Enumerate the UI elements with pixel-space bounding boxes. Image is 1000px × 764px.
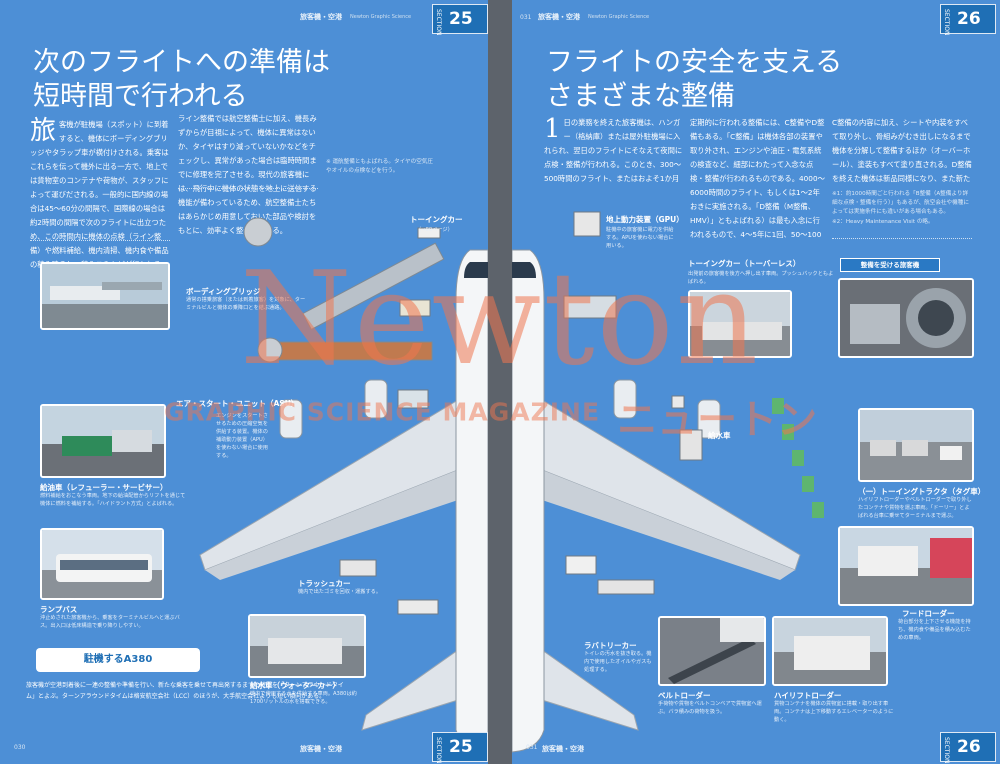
header-sub-left: Newton Graphic Science bbox=[350, 14, 412, 20]
section-number: 26 bbox=[957, 9, 981, 29]
caption-title: （一）トーイングトラクタ（タグ車） bbox=[858, 487, 986, 496]
divider bbox=[832, 238, 972, 239]
caption-body: 機内で出たゴミを回収・運搬する。 bbox=[298, 589, 382, 595]
photo-high-lift-loader bbox=[772, 616, 888, 686]
section-badge-left: SECTION 25 bbox=[432, 4, 488, 36]
photo-ramp-bus bbox=[40, 528, 164, 600]
page-folio-right-bottom: 031 bbox=[526, 744, 538, 751]
caption-body: エンジンをスタートさせるための圧縮空気を供給する装置。機体の補助動力装置（APU… bbox=[216, 413, 268, 459]
high-lift-loader-photo-graphic bbox=[774, 618, 886, 684]
caption-title: フードローダー bbox=[902, 609, 955, 618]
refueler-photo-graphic bbox=[42, 406, 164, 476]
intro-column-2: 定期的に行われる整備には、C整備やD整備もある。「C整備」は機体各部の装置や取り… bbox=[690, 118, 825, 239]
section-number: 25 bbox=[449, 9, 473, 29]
photo-towing-car bbox=[688, 290, 792, 358]
footer-section-badge-left: SECTION 25 bbox=[432, 732, 488, 764]
caption-title: ラバトリーカー bbox=[584, 641, 637, 650]
page-title-line1: 次のフライトへの準備は bbox=[33, 47, 330, 78]
caption-body: 出発前の旅客機を後方へ押し出す車両。プッシュバックともよばれる。 bbox=[688, 271, 834, 285]
photo-refueler bbox=[40, 404, 166, 478]
caption-body: 通常の搭乗旅客（または到着旅客）を対象に、ターミナルビルと機体の乗降口とを結ぶ通… bbox=[186, 297, 306, 311]
photo-towing-tractor bbox=[858, 408, 974, 482]
caption-title: トーイングカー（トーバーレス） bbox=[688, 259, 801, 268]
caption-title: 給水車 bbox=[708, 431, 731, 440]
caption-body: 機内で使用する水を供給する車両。A380は約1700リットルの水を搭載できる。 bbox=[250, 691, 357, 705]
photo-belt-loader bbox=[658, 616, 766, 686]
towing-tractor-photo-graphic bbox=[860, 410, 972, 480]
maintenance-photo-graphic bbox=[840, 280, 972, 356]
header-label-left: 旅客機・空港 bbox=[300, 13, 342, 21]
section-word: SECTION bbox=[943, 737, 950, 764]
caption-title: トーイングカー bbox=[410, 215, 463, 224]
divider bbox=[178, 188, 318, 189]
ramp-bus-photo-graphic bbox=[42, 530, 162, 598]
photo-water-car bbox=[248, 614, 366, 678]
page-title-line1: フライトの安全を支える bbox=[546, 47, 843, 78]
airport-photo-graphic bbox=[42, 264, 168, 328]
photo-boarding-bridge bbox=[40, 262, 170, 330]
intro-column-3: C整備の内容に加え、シートや内装をすべて取り外し、骨組みがむき出しになるまで機体… bbox=[832, 118, 972, 183]
caption-body: トイレの汚水を抜き取る。機内で使用したオイルやガスも処理する。 bbox=[584, 651, 652, 673]
caption-title: ボーディングブリッジ bbox=[186, 287, 261, 296]
intro-column-1: 1 日の業務を終えた旅客機は、ハンガー（格納庫）または屋外駐機場に入れられ、翌日… bbox=[544, 116, 684, 188]
caption-body: ハイリフトローダーやベルトローダーで取り外したコンテナや貨物を運ぶ車両。「ドーリ… bbox=[858, 497, 972, 519]
section-word: SECTION bbox=[943, 9, 950, 36]
footer-label-right: 旅客機・空港 bbox=[542, 745, 584, 753]
photo-maintenance bbox=[838, 278, 974, 358]
caption-body: 燃料補給をおこなう車両。地下の給油配管からリフトを通じて機体に燃料を補給する。「… bbox=[40, 493, 186, 507]
left-page: SECTION 25 旅客機・空港 Newton Graphic Science… bbox=[0, 0, 488, 764]
page-title-line2: 短時間で行われる bbox=[33, 81, 248, 112]
caption-body: 手荷物や貨物をベルトコンベアで貨物室へ運ぶ。バラ積みの荷物を扱う。 bbox=[658, 701, 762, 715]
page-folio-left: 030 bbox=[14, 744, 26, 751]
divider bbox=[30, 240, 170, 241]
caption-title: ランプバス bbox=[40, 605, 78, 614]
caption-title: エア・スタート・ユニット（ASU） bbox=[176, 399, 299, 408]
towing-car-photo-graphic bbox=[690, 292, 790, 356]
footnote: ※ 運航整備ともよばれる。タイヤの空気圧やオイルの点検などを行う。 bbox=[326, 159, 433, 174]
section-number: 26 bbox=[957, 737, 981, 757]
dropcap: 1 bbox=[544, 116, 561, 144]
caption-title: 給水車（ウォーターカー） bbox=[250, 681, 340, 690]
water-car-photo-graphic bbox=[250, 616, 364, 676]
caption-title: ハイリフトローダー bbox=[774, 691, 842, 700]
caption-body: 沖止めされた旅客機から、乗客をターミナルビルへと運ぶバス。出入口は低床構造で乗り… bbox=[40, 615, 180, 629]
header-label-right: 旅客機・空港 bbox=[538, 13, 580, 21]
a380-right-illustration bbox=[512, 211, 824, 753]
caption-body: 荷台部分を上下させる機能を持ち、機内食や備品を積み込むための車両。 bbox=[898, 619, 971, 641]
a380-label: 駐機するA380 bbox=[36, 648, 200, 672]
maintenance-tag: 整備を受ける旅客機 bbox=[840, 258, 940, 272]
section-badge-right: SECTION 26 bbox=[940, 4, 996, 36]
caption-title: ベルトローダー bbox=[658, 691, 711, 700]
page-gutter bbox=[488, 0, 512, 764]
footnote-2: ※2：Heavy Maintenance Visit の略。 bbox=[832, 219, 934, 225]
page-folio-right: 031 bbox=[520, 14, 532, 21]
intro-column-1-text: 日の業務を終えた旅客機は、ハンガー（格納庫）または屋外駐機場に入れられ、翌日のフ… bbox=[544, 118, 683, 183]
header-sub-right: Newton Graphic Science bbox=[588, 14, 650, 20]
footer-label-left: 旅客機・空港 bbox=[300, 745, 342, 753]
section-number: 25 bbox=[449, 737, 473, 757]
footer-section-badge-right: SECTION 26 bbox=[940, 732, 996, 764]
caption-body: 駐機中の旅客機に電力を供給する。APUを使わない場合に用いる。 bbox=[606, 227, 674, 249]
dropcap: 旅 bbox=[30, 116, 57, 146]
bottom-text: 旅客機が空港到着後に一連の整備や準備を行い、新たな乗客を乗せて再出発するまでの時… bbox=[26, 682, 344, 700]
caption-body: 貨物コンテナを機体の貨物室に搭載・取り出す車両。コンテナは上下移動するエレベータ… bbox=[774, 701, 894, 723]
caption-body: （→80ページ） bbox=[416, 227, 453, 233]
section-word: SECTION bbox=[435, 737, 442, 764]
footnote-1: ※1：約1000時間ごと行われる「B整備（A整備より詳細な点検・整備を行う）」も… bbox=[832, 191, 969, 215]
right-page: 031 旅客機・空港 Newton Graphic Science SECTIO… bbox=[512, 0, 1000, 764]
food-loader-photo-graphic bbox=[840, 528, 972, 604]
a380-left-illustration bbox=[199, 217, 488, 753]
caption-title: 給油車（レフューラー・サービサー） bbox=[40, 483, 168, 492]
page-title-line2: さまざまな整備 bbox=[546, 81, 735, 112]
section-word: SECTION bbox=[435, 9, 442, 36]
photo-food-loader bbox=[838, 526, 974, 606]
belt-loader-photo-graphic bbox=[660, 618, 764, 684]
caption-title: トラッシュカー bbox=[298, 579, 351, 588]
caption-title: 地上動力装置（GPU） bbox=[606, 215, 684, 224]
